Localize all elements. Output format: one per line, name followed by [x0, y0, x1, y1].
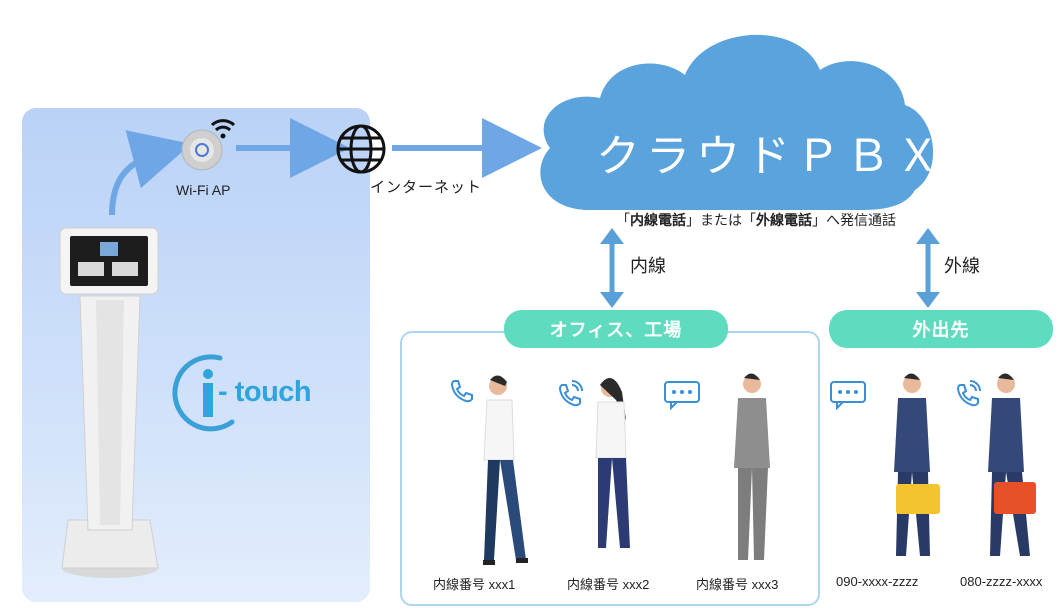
person-office-1 [483, 375, 528, 565]
phone-ringing-icon [558, 380, 583, 407]
mobile-number-2: 080-zzzz-xxxx [960, 574, 1043, 589]
person-outside-2 [988, 373, 1036, 556]
ap-label: Wi-Fi AP [176, 182, 231, 198]
person-office-3 [734, 373, 770, 560]
external-link-arrow [916, 228, 940, 308]
chat-bubble-icon [830, 381, 866, 410]
call-note: 「内線電話」または「外線電話」へ発信通話 [616, 212, 896, 228]
i-touch-logo: i-touch - touch [160, 344, 340, 434]
external-line-label: 外線 [944, 256, 980, 276]
office-pill: オフィス、工場 [504, 310, 728, 348]
internal-link-arrow [600, 228, 624, 308]
cloud-title: クラウドＰＢＸ [596, 132, 946, 181]
globe-icon [336, 124, 386, 174]
logo-ring-icon [172, 354, 235, 432]
phone-ringing-icon [956, 380, 981, 407]
extension-label-2: 内線番号 xxx2 [567, 577, 650, 592]
extension-label-1: 内線番号 xxx1 [433, 577, 516, 592]
person-outside-1 [894, 373, 940, 556]
cloud-shape [540, 34, 934, 211]
wifi-ap-icon [181, 119, 236, 171]
person-office-2 [595, 377, 630, 548]
internet-label: インターネット [370, 179, 483, 196]
logo-wordmark: - touch [218, 376, 312, 408]
phone-ringing-icon [450, 380, 473, 403]
outside-pill: 外出先 [829, 310, 1053, 348]
extension-label-3: 内線番号 xxx3 [696, 577, 779, 592]
internal-line-label: 内線 [630, 256, 666, 276]
chat-bubble-icon [664, 381, 700, 410]
mobile-number-1: 090-xxxx-zzzz [836, 574, 919, 589]
